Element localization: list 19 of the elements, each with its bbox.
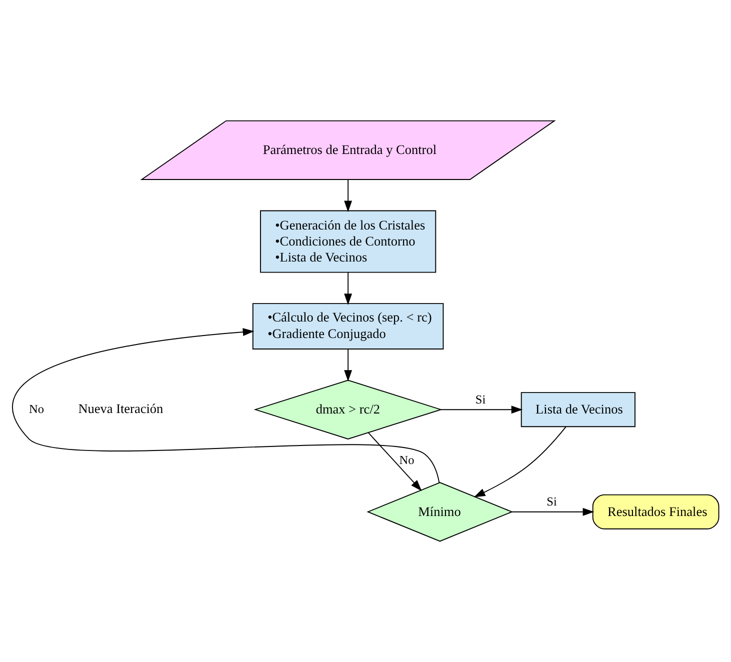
- node-box: Resultados Finales: [592, 494, 720, 530]
- label: Nueva Iteración: [78, 401, 164, 416]
- edge-label: No: [28, 402, 44, 416]
- arrow: [344, 179, 352, 212]
- edge-label: No: [399, 452, 414, 467]
- arrow: [474, 426, 566, 498]
- node-diamond: dmax > rc/2: [254, 380, 442, 440]
- arrow: [368, 432, 422, 492]
- node-diamond: Mínimo: [366, 482, 514, 542]
- node-box: •Generación de los Cristales •Condiciones de Contorno •Lista de Vecinos: [260, 210, 436, 273]
- edge-label: Si: [475, 392, 486, 406]
- arrow: [344, 272, 352, 305]
- arrow: [440, 406, 523, 414]
- node-box: •Cálculo de Vecinos (sep. < rc) •Gradiente Conjugado: [252, 303, 444, 350]
- arrow: [344, 348, 352, 382]
- edge-label: Si: [546, 494, 557, 509]
- arrow: [12, 328, 440, 483]
- node-box: Lista de Vecinos: [520, 392, 636, 428]
- arrow: [512, 508, 594, 516]
